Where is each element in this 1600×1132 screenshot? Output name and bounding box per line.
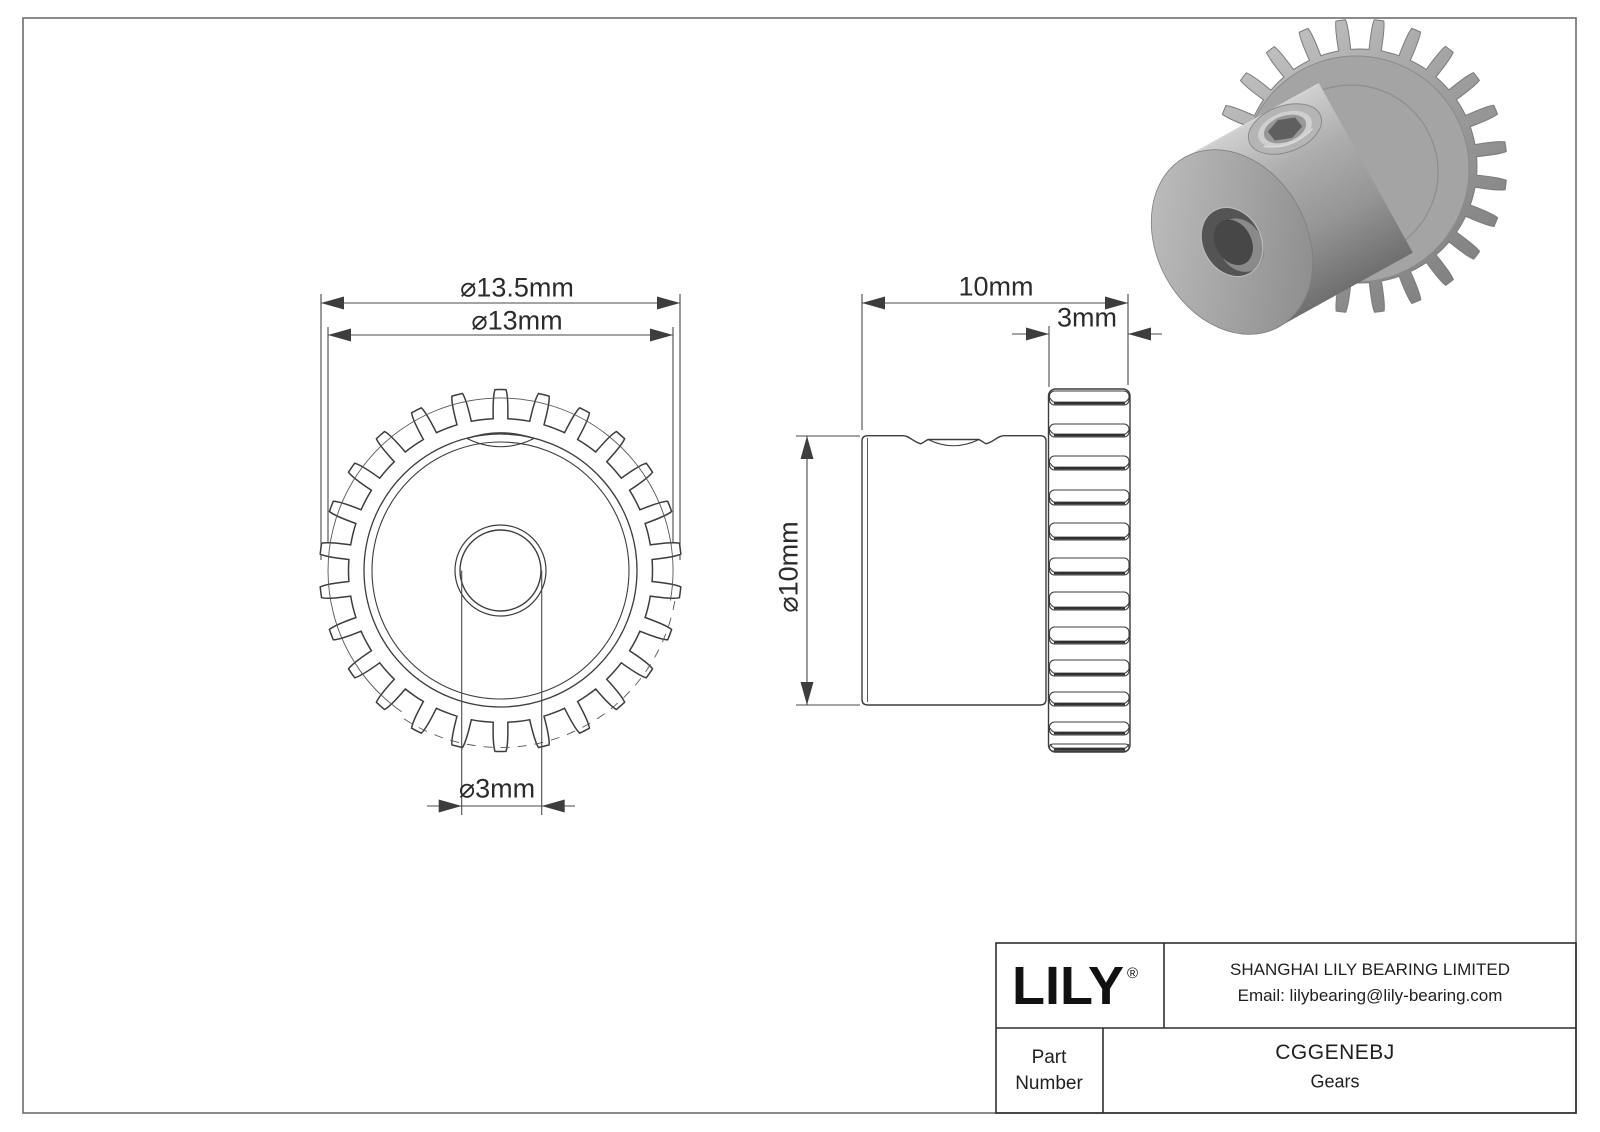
set-screw-notch <box>927 439 980 447</box>
render-bore <box>1200 206 1265 278</box>
product-category: Gears <box>1310 1071 1360 1092</box>
dim-label-face-width: 3mm <box>1057 302 1117 333</box>
pitch-circle-dashed <box>398 601 676 748</box>
hub-circle-inner <box>371 441 630 700</box>
company-logo: LILY® <box>1012 955 1138 1017</box>
bore-chamfer-circle <box>454 524 547 617</box>
part-label-line1: Part <box>1031 1047 1067 1068</box>
side-view <box>796 294 1162 753</box>
dim-label-tip-diameter: ⌀13.5mm <box>460 272 574 303</box>
set-screw-projection <box>466 432 535 440</box>
gear-face-outline <box>1047 388 1131 753</box>
drawing-border <box>22 17 1577 1114</box>
render-set-screw <box>1247 103 1323 155</box>
hub-outline <box>861 435 1047 706</box>
part-number-value: CGGENEBJ <box>1275 1041 1395 1064</box>
company-name: SHANGHAI LILY BEARING LIMITED <box>1230 960 1510 979</box>
dim-label-pitch-diameter: ⌀13mm <box>471 305 563 336</box>
part-label-line2: Number <box>1015 1073 1083 1094</box>
hex-socket <box>1267 117 1303 141</box>
pitch-circle <box>327 397 674 713</box>
render-hub <box>1150 82 1413 335</box>
registered-trademark-icon: ® <box>1127 965 1139 982</box>
dim-label-outer-diameter: ⌀10mm <box>773 521 804 613</box>
hub-circle-outer <box>363 433 638 708</box>
gear-3d-render <box>1150 19 1507 335</box>
front-view <box>319 294 682 815</box>
dim-label-bore-diameter: ⌀3mm <box>458 773 536 804</box>
gear-tooth-outline <box>319 388 682 753</box>
title-block <box>995 942 1577 1114</box>
logo-text: LILY <box>1012 956 1125 1016</box>
dim-label-overall-width: 10mm <box>958 271 1034 302</box>
company-email: Email: lilybearing@lily-bearing.com <box>1237 986 1503 1005</box>
bore-circle <box>459 529 542 612</box>
